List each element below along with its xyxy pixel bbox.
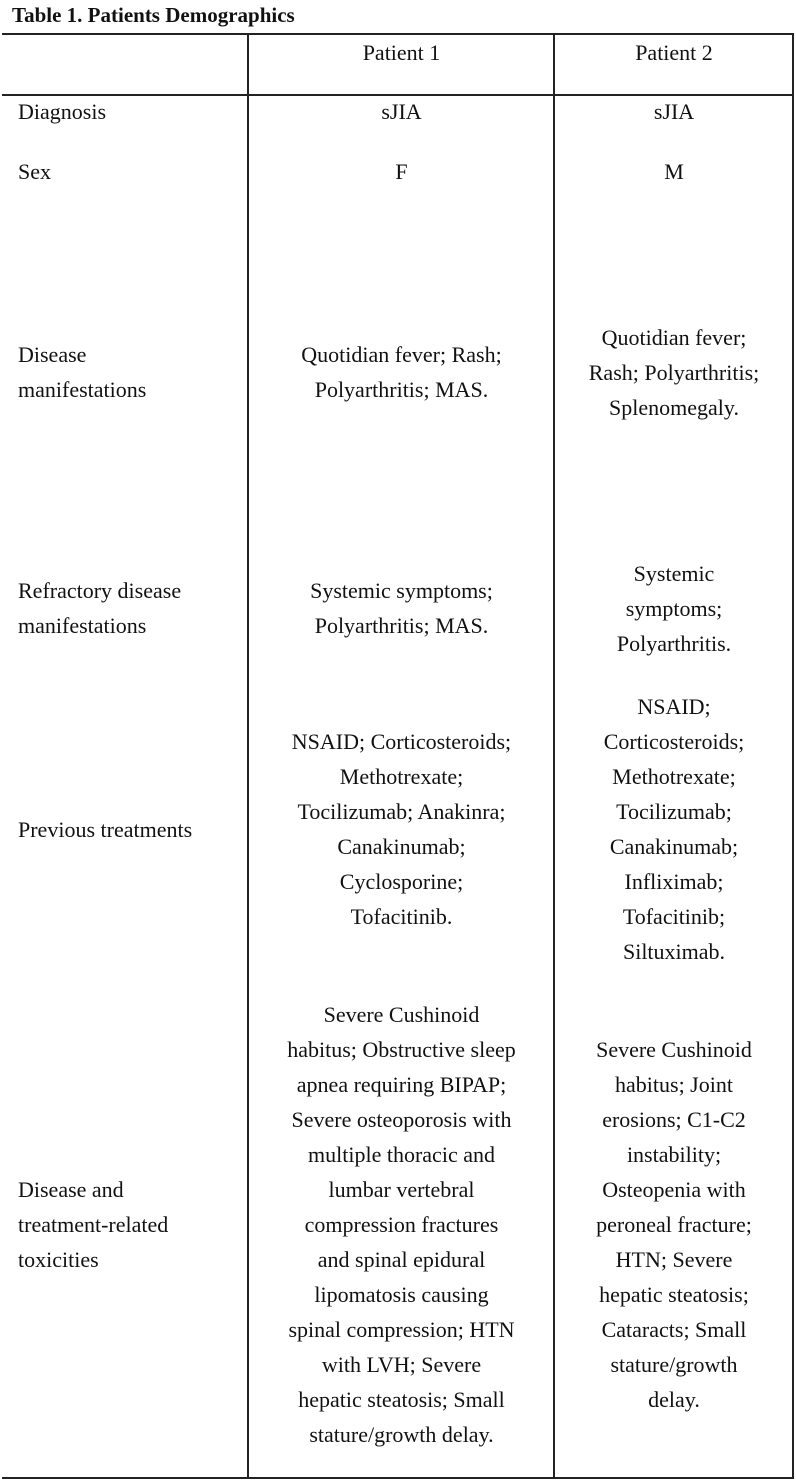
cell-line: NSAID; (637, 694, 711, 719)
cell-previous-treatments-patient-1: NSAID; Corticosteroids; Methotrexate; Toci… (250, 724, 553, 934)
cell-disease-manifestations-label: Disease manifestations (18, 337, 243, 407)
table-top-rule (2, 33, 794, 35)
cell-line: Polyarthritis. (616, 630, 732, 656)
cell-line: Tofacitinib; (622, 904, 726, 929)
cell-diagnosis-patient-2: sJIA (556, 94, 792, 129)
cell-line: Severe Cushinoid (596, 1036, 752, 1062)
cell-line: Infliximab; (624, 869, 724, 894)
cell-line: Systemic symptoms; (310, 578, 493, 603)
cell-line: Rash; Polyarthritis; (588, 359, 760, 385)
cell-line: Methotrexate; (339, 764, 464, 789)
cell-line: lumbar vertebral (328, 1176, 475, 1202)
cell-line: habitus; Joint (615, 1071, 733, 1097)
cell-line: lipomatosis causing (314, 1281, 489, 1307)
cell-line: habitus; Obstructive sleep (287, 1036, 516, 1062)
cell-line: Tocilizumab; (616, 799, 732, 824)
cell-sex-patient-1: F (250, 154, 553, 189)
cell-line: with LVH; Severe (321, 1351, 482, 1377)
cell-disease-manifestations-patient-1: Quotidian fever; Rash; Polyarthritis; MAS… (250, 337, 553, 407)
cell-line: sJIA (653, 98, 695, 124)
cell-toxicities-patient-1: Severe Cushinoid habitus; Obstructive sle… (250, 997, 553, 1452)
cell-line: spinal compression; HTN (288, 1316, 515, 1342)
cell-line: Refractory disease (18, 578, 182, 603)
cell-line: Cyclosporine; (339, 869, 464, 894)
cell-line: stature/growth delay. (309, 1421, 494, 1447)
cell-line: Quotidian fever; Rash; (301, 342, 502, 367)
cell-line: sJIA (381, 98, 422, 124)
cell-line: Osteopenia with (602, 1176, 746, 1202)
cell-line: toxicities (18, 1246, 99, 1272)
cell-line: Disease (18, 342, 87, 367)
cell-line: multiple thoracic and (308, 1141, 495, 1167)
header-patient-2: Patient 2 (556, 35, 792, 70)
cell-line: Diagnosis (18, 98, 106, 124)
table-right-border (792, 33, 794, 1479)
cell-line: Systemic (633, 560, 715, 586)
cell-line: manifestations (18, 377, 147, 402)
cell-refractory-disease-manifestations-patient-2: Systemic symptoms; Polyarthritis. (556, 556, 792, 661)
cell-line: Cataracts; Small (601, 1316, 747, 1342)
cell-line: Previous treatments (18, 816, 193, 842)
cell-line: F (395, 158, 408, 184)
header-text: Patient 2 (635, 40, 713, 65)
header-text: Patient 1 (362, 40, 441, 65)
cell-diagnosis-label: Diagnosis (18, 94, 243, 129)
column-divider-2 (553, 33, 555, 1479)
cell-toxicities-label: Disease and treatment-related toxicities (18, 1172, 243, 1277)
cell-line: Splenomegaly. (609, 394, 739, 420)
column-divider-1 (247, 33, 249, 1479)
cell-line: stature/growth (610, 1351, 738, 1377)
header-patient-1: Patient 1 (250, 35, 553, 70)
cell-sex-label: Sex (18, 154, 243, 189)
cell-sex-patient-2: M (556, 154, 792, 189)
cell-refractory-disease-manifestations-label: Refractory disease manifestations (18, 573, 243, 643)
cell-line: manifestations (18, 613, 147, 638)
table-bottom-rule (2, 1477, 794, 1479)
cell-diagnosis-patient-1: sJIA (250, 94, 553, 129)
cell-line: erosions; C1-C2 (602, 1106, 746, 1132)
cell-toxicities-patient-2: Severe Cushinoid habitus; Joint erosions; … (556, 1032, 792, 1417)
cell-line: Sex (18, 158, 51, 184)
cell-line: Disease and (18, 1176, 124, 1202)
cell-line: and spinal epidural (317, 1246, 486, 1272)
cell-line: apnea requiring BIPAP; (296, 1071, 507, 1097)
cell-line: hepatic steatosis; Small (298, 1386, 505, 1412)
cell-line: Methotrexate; (612, 764, 736, 789)
cell-line: M (664, 158, 684, 184)
cell-line: Canakinumab; (609, 834, 739, 859)
cell-line: Canakinumab; (337, 834, 466, 859)
cell-line: instability; (626, 1141, 722, 1167)
cell-line: delay. (648, 1386, 700, 1412)
cell-line: Siltuximab. (622, 939, 726, 964)
cell-refractory-disease-manifestations-patient-1: Systemic symptoms; Polyarthritis; MAS. (250, 573, 553, 643)
cell-line: Tocilizumab; Anakinra; (297, 799, 506, 824)
cell-line: Tofacitinib. (350, 904, 453, 929)
cell-line: Polyarthritis; MAS. (314, 613, 489, 638)
cell-line: symptoms; (625, 595, 723, 621)
cell-previous-treatments-label: Previous treatments (18, 812, 243, 847)
cell-line: treatment-related (18, 1211, 169, 1237)
cell-previous-treatments-patient-2: NSAID; Corticosteroids; Methotrexate; Tocil… (556, 689, 792, 969)
cell-line: Severe osteoporosis with (291, 1106, 512, 1132)
cell-line: NSAID; Corticosteroids; (291, 729, 512, 754)
cell-line: Corticosteroids; (603, 729, 745, 754)
cell-line: compression fractures (304, 1211, 499, 1237)
cell-line: Polyarthritis; MAS. (314, 377, 489, 402)
table-caption: Table 1. Patients Demographics (12, 3, 295, 27)
cell-line: hepatic steatosis; (599, 1281, 749, 1307)
demographics-table: Patient 1 Patient 2 Diagnosis sJIA sJIA Sex… (2, 33, 794, 1479)
cell-line: Quotidian fever; (601, 324, 747, 350)
cell-disease-manifestations-patient-2: Quotidian fever; Rash; Polyarthritis; Sple… (556, 320, 792, 425)
table-header-rule (2, 94, 794, 96)
cell-line: HTN; Severe (615, 1246, 733, 1272)
cell-line: Severe Cushinoid (323, 1001, 480, 1027)
cell-line: peroneal fracture; (596, 1211, 752, 1237)
